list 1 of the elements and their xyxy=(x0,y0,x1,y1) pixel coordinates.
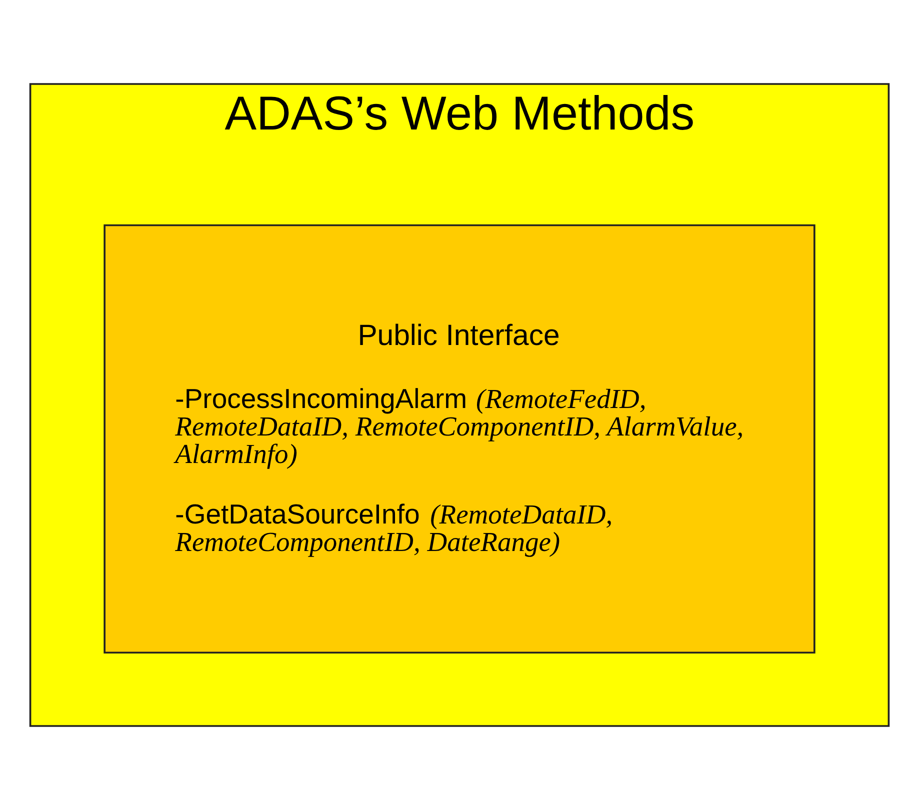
node-box: Public Interface -ProcessIncomingAlarm (RemoteFedID, RemoteDataID, RemoteComponentID, AlarmValue, AlarmInfo) -GetDataSourceInfo (RemoteDataID, RemoteComponentID, DateRange) xyxy=(104,224,816,654)
